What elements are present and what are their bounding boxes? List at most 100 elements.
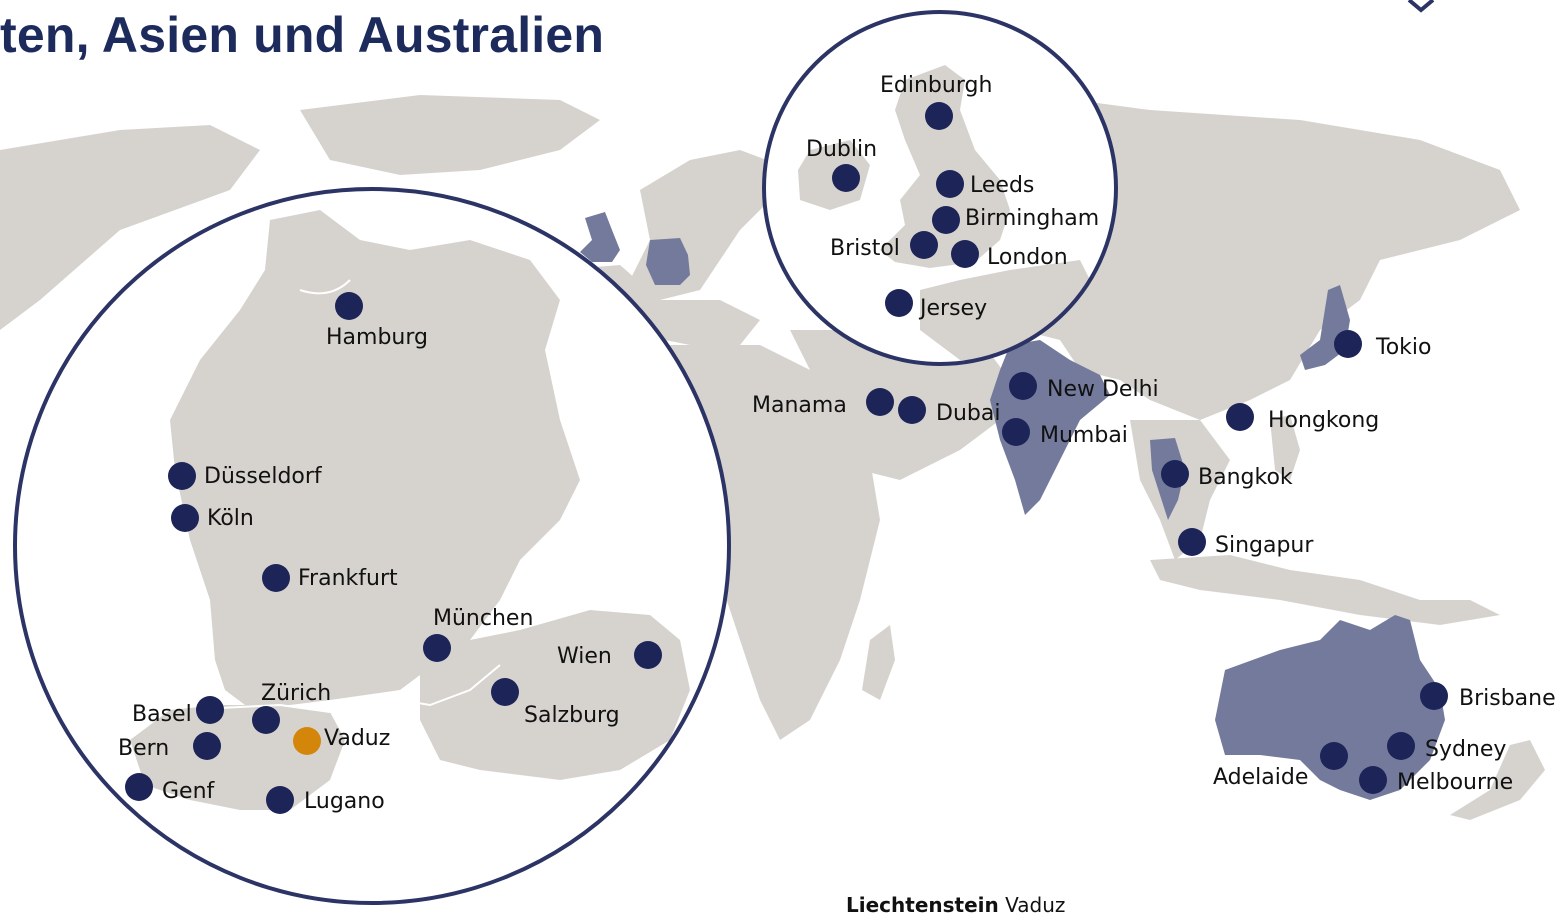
city-marker [925, 102, 953, 130]
city-marker [196, 696, 224, 724]
city-duesseldorf: Düsseldorf [168, 462, 323, 490]
city-mumbai: Mumbai [1002, 418, 1128, 448]
germany-highlight [646, 238, 690, 285]
city-marker [932, 206, 960, 234]
city-marker [1009, 372, 1037, 400]
city-marker [1226, 403, 1254, 431]
city-marker [832, 164, 860, 192]
city-marker [1002, 418, 1030, 446]
city-label: Leeds [970, 173, 1034, 198]
city-label: Bristol [830, 236, 900, 261]
city-label: Edinburgh [880, 73, 992, 98]
switzerland-shape [130, 705, 345, 810]
world-markers: Tokio Hongkong New Delhi Mumbai Manama D… [752, 330, 1556, 795]
city-marker [168, 462, 196, 490]
city-brisbane: Brisbane [1420, 682, 1556, 711]
city-label: Düsseldorf [204, 464, 323, 489]
city-adelaide: Adelaide [1213, 742, 1348, 790]
city-marker [171, 504, 199, 532]
city-muenchen: München [423, 606, 533, 662]
city-label: Hongkong [1268, 408, 1379, 433]
city-jersey: Jersey [885, 289, 987, 321]
city-label: Tokio [1375, 335, 1431, 360]
city-label: Adelaide [1213, 765, 1308, 790]
city-marker [262, 564, 290, 592]
city-manama: Manama [752, 388, 894, 418]
logo-corner-icon [1407, 0, 1435, 13]
australia-highlight [1215, 615, 1445, 800]
city-marker [125, 773, 153, 801]
city-basel: Basel [132, 696, 224, 727]
city-genf: Genf [125, 773, 216, 804]
city-label: London [987, 245, 1068, 270]
city-zuerich: Zürich [252, 681, 331, 734]
city-label: Frankfurt [298, 566, 398, 591]
city-sydney: Sydney [1387, 732, 1506, 762]
city-label: Melbourne [1397, 770, 1513, 795]
city-leeds: Leeds [936, 170, 1034, 198]
city-label: Birmingham [965, 206, 1099, 231]
city-marker [936, 170, 964, 198]
city-wien: Wien [557, 641, 662, 669]
uk-highlight [580, 212, 620, 262]
city-label: Wien [557, 644, 612, 669]
city-edinburgh: Edinburgh [880, 73, 992, 130]
city-label: Zürich [261, 681, 331, 706]
city-salzburg: Salzburg [491, 678, 620, 728]
city-marker [252, 706, 280, 734]
city-lugano: Lugano [266, 786, 385, 814]
city-marker [335, 292, 363, 320]
city-label: Manama [752, 393, 847, 418]
city-marker [1359, 766, 1387, 794]
city-label: Salzburg [524, 703, 620, 728]
city-melbourne: Melbourne [1359, 766, 1513, 795]
city-birmingham: Birmingham [932, 206, 1099, 234]
city-label: New Delhi [1047, 377, 1159, 402]
city-koeln: Köln [171, 504, 254, 532]
austria-shape [420, 610, 690, 780]
city-label: Dubai [936, 401, 1000, 426]
city-marker [491, 678, 519, 706]
city-label: Dublin [806, 137, 877, 162]
city-marker [423, 634, 451, 662]
city-marker [266, 786, 294, 814]
city-label: München [433, 606, 533, 631]
city-label: Singapur [1215, 533, 1314, 558]
city-london: London [951, 240, 1068, 270]
uk-markers: Edinburgh Dublin Leeds Birmingham Bristo… [806, 73, 1099, 321]
city-label: Bern [118, 736, 169, 761]
city-label: Bangkok [1198, 465, 1293, 490]
city-label: Köln [207, 506, 254, 531]
city-marker-home [293, 727, 321, 755]
city-tokio: Tokio [1334, 330, 1431, 360]
city-label: Sydney [1425, 737, 1506, 762]
city-label: Vaduz [324, 726, 390, 751]
city-marker [898, 396, 926, 424]
city-frankfurt: Frankfurt [262, 564, 398, 592]
dach-markers: Hamburg Düsseldorf Köln Frankfurt Münche… [118, 292, 662, 814]
city-marker [193, 732, 221, 760]
footer-location: Liechtenstein Vaduz [846, 893, 1065, 917]
city-new-delhi: New Delhi [1009, 372, 1159, 402]
city-label: Mumbai [1040, 423, 1128, 448]
city-marker [634, 641, 662, 669]
city-label: Genf [162, 779, 216, 804]
city-dublin: Dublin [806, 137, 877, 192]
city-hamburg: Hamburg [326, 292, 428, 350]
city-marker [1420, 682, 1448, 710]
city-bristol: Bristol [830, 231, 938, 261]
city-label: Basel [132, 702, 192, 727]
city-marker [1387, 732, 1415, 760]
city-marker [910, 231, 938, 259]
city-dubai: Dubai [898, 396, 1000, 426]
city-marker [1334, 330, 1362, 358]
city-vaduz: Vaduz [293, 726, 390, 755]
city-marker [1161, 460, 1189, 488]
city-singapur: Singapur [1178, 528, 1314, 558]
city-bangkok: Bangkok [1161, 460, 1293, 490]
city-label: Brisbane [1459, 686, 1556, 711]
city-label: Jersey [918, 296, 987, 321]
great-britain-shape [880, 65, 1010, 268]
city-marker [866, 388, 894, 416]
